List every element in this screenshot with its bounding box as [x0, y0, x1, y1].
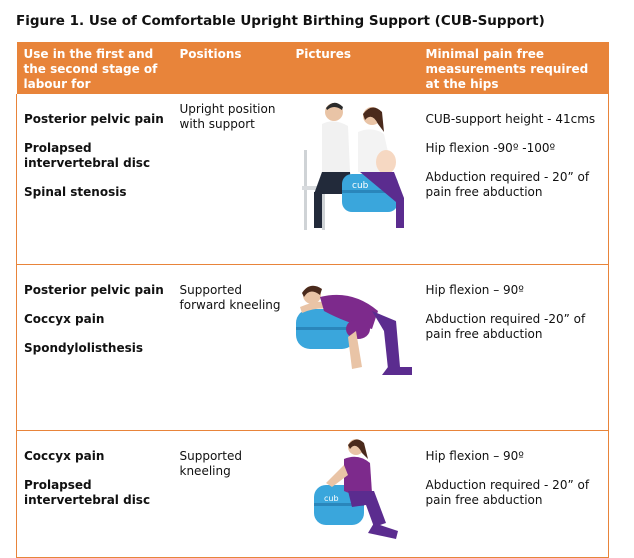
cub-logo: cub	[352, 181, 369, 191]
conditions-cell: Coccyx pain Prolapsed intervertebral dis…	[16, 430, 173, 558]
condition: Coccyx pain	[24, 312, 105, 326]
measurement: Abduction required - 20” of pain free ab…	[425, 478, 590, 507]
header-row: Use in the first and the second stage of…	[16, 42, 609, 94]
position-cell: Upright position with support	[172, 94, 289, 265]
measurements-cell: CUB-support height - 41cms Hip flexion -…	[418, 94, 609, 265]
cub-logo: cub	[324, 494, 339, 503]
position-cell: Supported kneeling	[172, 430, 289, 558]
header-positions: Positions	[172, 42, 289, 94]
table-row: Posterior pelvic pain Prolapsed interver…	[16, 94, 609, 265]
table-row: Posterior pelvic pain Coccyx pain Spondy…	[16, 264, 609, 431]
conditions-cell: Posterior pelvic pain Coccyx pain Spondy…	[16, 264, 173, 431]
condition: Spinal stenosis	[24, 185, 127, 199]
condition: Posterior pelvic pain	[24, 112, 164, 126]
forward-kneeling-photo	[295, 285, 412, 375]
condition: Spondylolisthesis	[24, 341, 143, 355]
measurement: Abduction required - 20” of pain free ab…	[425, 170, 590, 199]
condition: Prolapsed intervertebral disc	[24, 141, 151, 170]
picture-cell: cub	[288, 430, 419, 558]
picture-cell	[288, 264, 419, 431]
header-measurements: Minimal pain free measurements required …	[418, 42, 609, 94]
upright-support-photo: cub	[301, 102, 404, 230]
conditions-cell: Posterior pelvic pain Prolapsed interver…	[16, 94, 173, 265]
measurements-cell: Hip flexion – 90º Abduction required - 2…	[418, 430, 609, 558]
measurements-cell: Hip flexion – 90º Abduction required -20…	[418, 264, 609, 431]
header-pictures: Pictures	[288, 42, 419, 94]
position-cell: Supported forward kneeling	[172, 264, 289, 431]
picture-cell: cub	[288, 94, 419, 265]
measurement: Hip flexion -90º -100º	[425, 141, 556, 155]
figure-title: Figure 1. Use of Comfortable Upright Bir…	[16, 13, 545, 29]
condition: Prolapsed intervertebral disc	[24, 478, 151, 507]
measurement: Abduction required -20” of pain free abd…	[425, 312, 586, 341]
cub-support-table: Use in the first and the second stage of…	[16, 42, 609, 558]
measurement: Hip flexion – 90º	[425, 283, 524, 297]
table-row: Coccyx pain Prolapsed intervertebral dis…	[16, 430, 609, 558]
measurement: CUB-support height - 41cms	[425, 112, 596, 126]
condition: Posterior pelvic pain	[24, 283, 164, 297]
measurement: Hip flexion – 90º	[425, 449, 524, 463]
condition: Coccyx pain	[24, 449, 105, 463]
supported-kneeling-photo: cub	[313, 439, 398, 539]
header-use: Use in the first and the second stage of…	[16, 42, 173, 94]
